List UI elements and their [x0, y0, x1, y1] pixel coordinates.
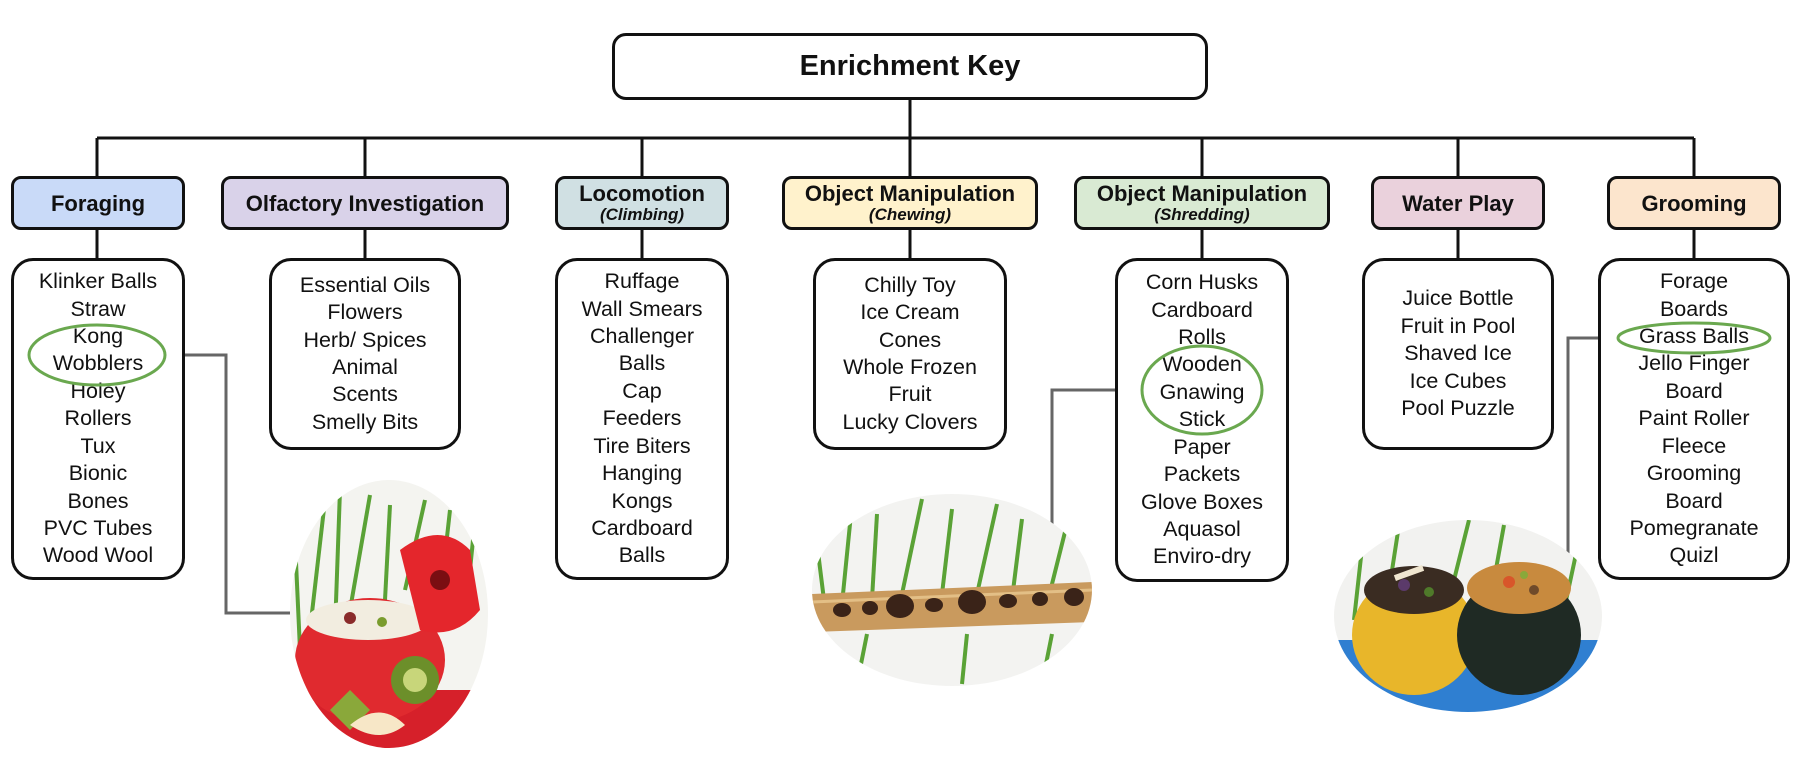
list-item: Juice Bottle [1402, 286, 1514, 311]
list-item: Klinker Balls [38, 269, 158, 294]
list-item: Animal [332, 355, 398, 379]
category-label: Water Play [1402, 190, 1514, 216]
list-item: Wobblers [52, 351, 144, 376]
list-item: Straw [70, 296, 126, 321]
list-item: Scents [332, 382, 398, 407]
list-grooming: Forage Boards Grass Balls Jello Finger B… [1598, 258, 1790, 580]
list-locomotion: Ruffage Wall Smears Challenger Balls Cap… [555, 258, 729, 580]
list-item: Cardboard [1151, 297, 1253, 322]
list-item: Pool Puzzle [1401, 396, 1515, 421]
category-label: Locomotion [579, 181, 705, 206]
list-item: Bionic [68, 461, 128, 486]
list-water-play: Juice Bottle Fruit in Pool Shaved Ice Ic… [1362, 258, 1554, 450]
category-label: Foraging [50, 190, 146, 216]
list-item: Fleece [1661, 433, 1727, 458]
list-item: Glove Boxes [1141, 489, 1263, 514]
list-olfactory: Essential Oils Flowers Herb/ Spices Anim… [269, 258, 461, 450]
list-item: Bones [67, 488, 129, 513]
list-item: Tux [80, 433, 116, 458]
list-item: Pomegranate [1629, 515, 1759, 540]
category-object-manipulation-shredding: Object Manipulation (Shredding) [1074, 176, 1330, 230]
list-item: Balls [618, 351, 666, 376]
list-item: Challenger [590, 324, 694, 349]
list-item: Paper [1173, 434, 1231, 459]
list-item: Cardboard [591, 515, 693, 540]
category-label: Grooming [1641, 190, 1747, 216]
list-item: Chilly Toy [864, 272, 956, 297]
list-item: Balls [618, 543, 666, 568]
list-item: Board [1665, 488, 1723, 513]
list-item: Gnawing [1159, 379, 1245, 404]
list-item: Board [1665, 378, 1723, 403]
list-item: Wall Smears [581, 296, 703, 321]
list-item: Tire Biters [593, 433, 691, 458]
list-item: Forage [1659, 269, 1729, 294]
list-item: Quizl [1669, 543, 1719, 568]
category-object-manipulation-chewing: Object Manipulation (Chewing) [782, 176, 1038, 230]
root-node: Enrichment Key [612, 33, 1208, 100]
list-item: Boards [1659, 296, 1729, 321]
highlight-grass-balls [1616, 321, 1772, 355]
list-item: Wooden [1162, 352, 1242, 377]
list-item: Kong [72, 324, 124, 349]
list-item: Ice Cubes [1409, 368, 1507, 393]
list-item: Paint Roller [1638, 406, 1750, 431]
category-water-play: Water Play [1371, 176, 1545, 230]
highlight-kong-wobblers [27, 323, 167, 387]
list-item: Essential Oils [299, 272, 431, 297]
category-grooming: Grooming [1607, 176, 1781, 230]
list-item: Stick [1178, 407, 1226, 432]
list-object-manipulation-shredding: Corn Husks Cardboard Rolls Wooden Gnawin… [1115, 258, 1289, 582]
list-item: Herb/ Spices [303, 327, 427, 352]
category-label: Olfactory Investigation [245, 190, 485, 216]
list-item: Smelly Bits [311, 409, 419, 434]
list-item: Cap [622, 378, 662, 403]
list-item: Whole Frozen [843, 355, 977, 379]
category-label: Object Manipulation [804, 181, 1016, 206]
list-item: Shaved Ice [1404, 341, 1512, 366]
list-item: Jello Finger [1638, 351, 1750, 376]
list-item: Enviro-dry [1153, 544, 1251, 569]
list-item: Flowers [327, 300, 403, 325]
list-item: Fruit [888, 382, 932, 407]
list-item: Hanging [601, 461, 683, 486]
list-item: Lucky Clovers [842, 409, 978, 434]
wooden-gnawing-stick-photo [812, 494, 1092, 686]
list-item: Wood Wool [42, 543, 154, 568]
category-olfactory: Olfactory Investigation [221, 176, 509, 230]
list-item: Feeders [602, 406, 682, 431]
highlight-wooden-gnawing-stick [1140, 344, 1264, 436]
category-sublabel: (Shredding) [1154, 205, 1250, 224]
list-item: Aquasol [1163, 516, 1241, 541]
list-item: Rollers [64, 406, 132, 431]
list-item: Ruffage [604, 269, 680, 294]
list-item: Cones [878, 327, 942, 352]
category-sublabel: (Chewing) [868, 205, 952, 224]
list-item: PVC Tubes [43, 515, 153, 540]
diagram-title: Enrichment Key [799, 50, 1021, 82]
list-item: Grass Balls [1639, 324, 1749, 349]
grass-balls-photo [1334, 520, 1602, 712]
category-locomotion: Locomotion (Climbing) [555, 176, 729, 230]
list-object-manipulation-chewing: Chilly Toy Ice Cream Cones Whole Frozen … [813, 258, 1007, 450]
category-sublabel: (Climbing) [599, 205, 685, 224]
list-foraging: Klinker Balls Straw Kong Wobblers Holey … [11, 258, 185, 580]
list-item: Fruit in Pool [1400, 313, 1516, 338]
list-item: Packets [1163, 462, 1241, 487]
kong-wobbler-photo [290, 480, 488, 748]
category-foraging: Foraging [11, 176, 185, 230]
category-label: Object Manipulation [1096, 181, 1308, 206]
list-item: Ice Cream [860, 300, 960, 325]
list-item: Kongs [611, 488, 673, 513]
list-item: Corn Husks [1145, 270, 1259, 295]
list-item: Grooming [1646, 461, 1742, 486]
